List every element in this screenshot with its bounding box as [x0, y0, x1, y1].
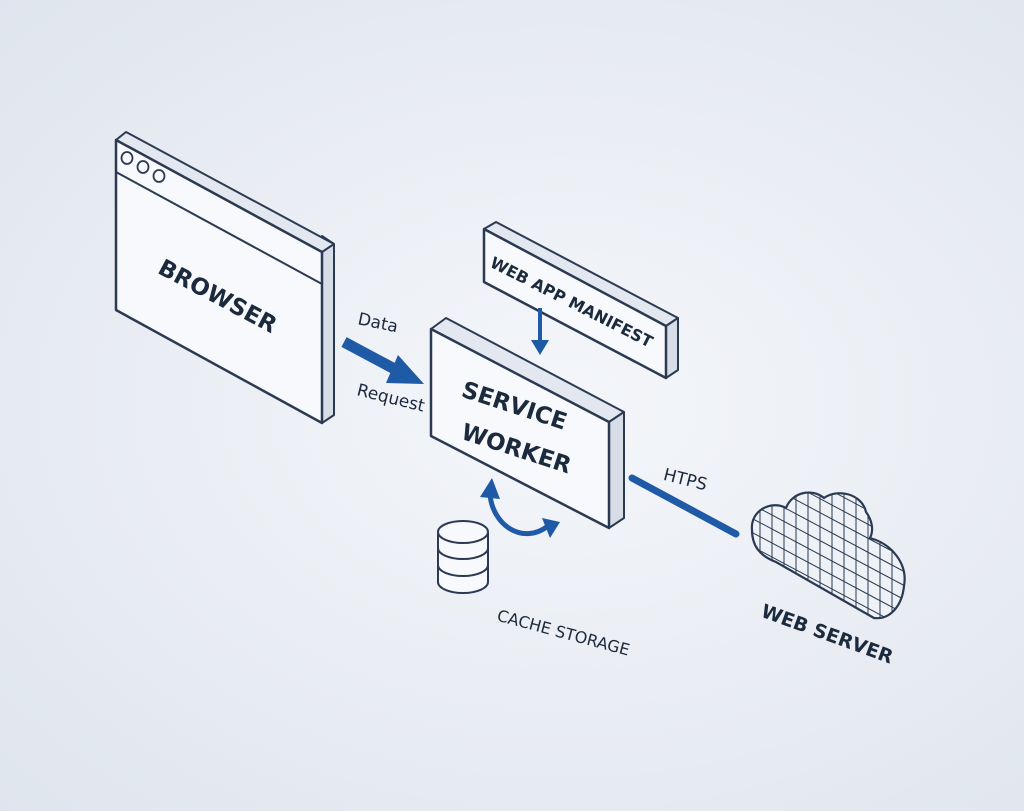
manifest-block-side: [665, 317, 679, 379]
web-server-cloud: WEB SERVER: [750, 491, 906, 669]
browser-window-side: [321, 235, 335, 424]
cache-sync-arrow: [487, 491, 551, 537]
database-icon: [437, 520, 489, 594]
service-worker-block: SERVICE WORKER: [429, 317, 625, 538]
cache-sync-arrowhead-icon: [480, 478, 500, 499]
browser-titlebar-divider: [115, 171, 323, 285]
data-request-arrow-shaft: [341, 337, 405, 378]
data-edge-label: Data: [356, 309, 400, 337]
manifest-block-face: [482, 227, 668, 380]
browser-window: BROWSER: [114, 131, 335, 425]
cache-storage: CACHE STORAGE: [437, 520, 632, 660]
browser-to-worker-connector: Data Request: [341, 309, 427, 417]
worker-to-server-connector: HTPS: [628, 465, 740, 538]
cache-storage-label: CACHE STORAGE: [495, 606, 632, 660]
cloud-icon: [750, 491, 906, 620]
https-edge-label: HTPS: [661, 465, 709, 495]
window-control-icon: [136, 160, 150, 174]
data-request-arrowhead-icon: [386, 355, 424, 384]
cache-sync-arrowhead-icon: [542, 518, 560, 538]
service-worker-face: [429, 327, 611, 530]
window-control-icon: [120, 151, 134, 165]
service-worker-side: [608, 411, 625, 529]
manifest-arrowhead-icon: [531, 340, 549, 355]
https-link-line: [628, 474, 740, 538]
request-edge-label: Request: [355, 380, 427, 416]
browser-window-face: [114, 138, 324, 425]
window-control-icon: [152, 169, 166, 183]
